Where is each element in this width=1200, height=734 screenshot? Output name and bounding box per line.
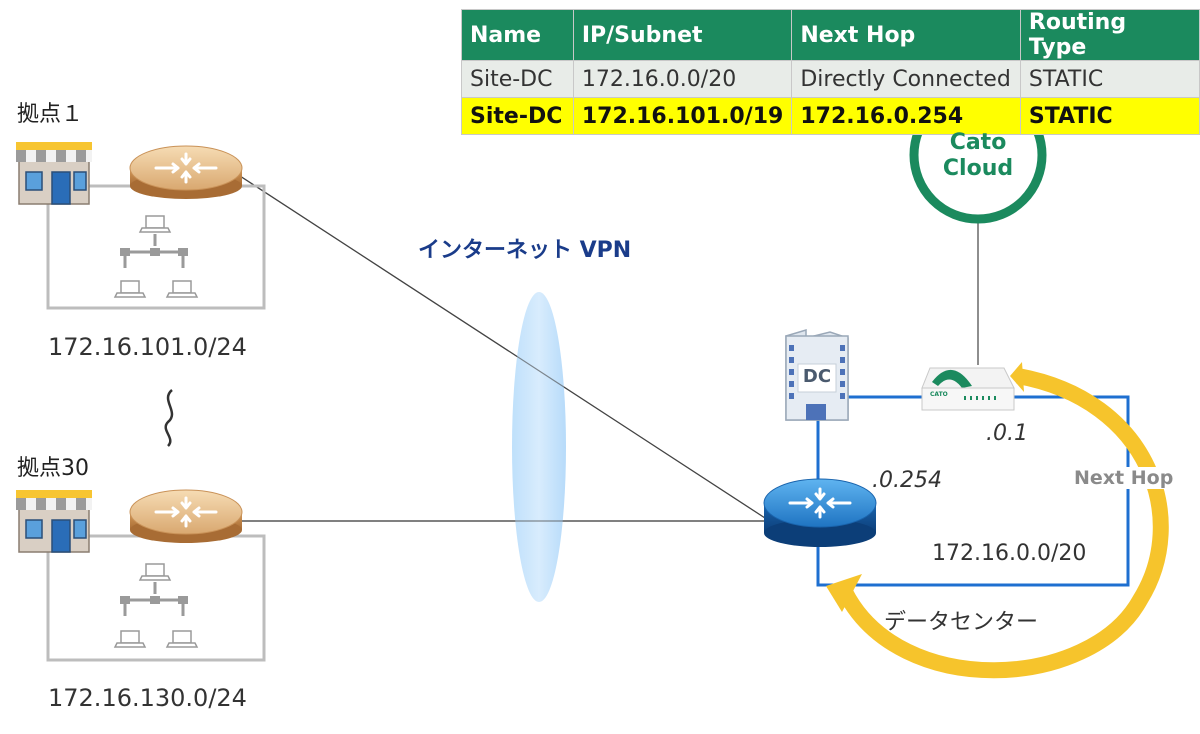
site30-label: 拠点30 (17, 456, 89, 481)
cato-cloud-line1: Cato (949, 130, 1007, 155)
site1-router-icon (129, 145, 243, 199)
site30-subnet: 172.16.130.0/24 (48, 684, 247, 712)
cato-cloud-line2: Cloud (942, 156, 1014, 181)
site30-shop-icon (15, 489, 93, 553)
cato-socket-icon (921, 367, 1015, 411)
site1-group (15, 141, 266, 310)
site30-lan-hosts (114, 563, 198, 648)
route-table: Name IP/Subnet Next Hop Routing Type Sit… (461, 9, 1200, 135)
dc-router-icon (763, 478, 877, 547)
dc-badge: DC (802, 366, 832, 387)
col-name: Name (461, 9, 574, 61)
next-hop-flow-arrow (826, 362, 1169, 679)
dc-subnet: 172.16.0.0/20 (932, 541, 1087, 566)
site1-label: 拠点１ (17, 102, 84, 127)
route-row: Site-DC 172.16.0.0/20 Directly Connected… (461, 60, 1200, 98)
socket-brand: CATO (930, 391, 948, 398)
site1-shop-icon (15, 141, 93, 205)
vpn-label: インターネット VPN (418, 238, 632, 263)
socket-ip: .0.1 (986, 421, 1028, 446)
site1-lan-hosts (114, 215, 198, 298)
wan-links (239, 175, 979, 522)
route-table-header: Name IP/Subnet Next Hop Routing Type (461, 9, 1200, 61)
dc-name: データセンター (884, 610, 1039, 635)
cato-cloud-label: Cato Cloud (936, 130, 1020, 182)
route-type: STATIC (1019, 97, 1200, 135)
route-next-hop: 172.16.0.254 (791, 97, 1021, 135)
route-subnet: 172.16.0.0/20 (572, 60, 793, 98)
col-next-hop: Next Hop (791, 9, 1021, 61)
router-ip: .0.254 (872, 468, 942, 493)
route-name: Site-DC (461, 97, 574, 135)
ellipsis-mark (164, 389, 174, 447)
dc-building-icon (785, 328, 849, 421)
route-type: STATIC (1019, 60, 1200, 98)
next-hop-label: Next Hop (1070, 467, 1178, 489)
site30-group (15, 489, 266, 662)
route-next-hop: Directly Connected (791, 60, 1021, 98)
route-row-highlighted: Site-DC 172.16.101.0/19 172.16.0.254 STA… (461, 97, 1200, 135)
route-subnet: 172.16.101.0/19 (572, 97, 793, 135)
col-subnet: IP/Subnet (572, 9, 793, 61)
site1-subnet: 172.16.101.0/24 (48, 333, 247, 361)
col-routing-type: Routing Type (1019, 9, 1200, 61)
route-name: Site-DC (461, 60, 574, 98)
site30-router-icon (129, 489, 243, 543)
vpn-tunnel (512, 292, 566, 602)
